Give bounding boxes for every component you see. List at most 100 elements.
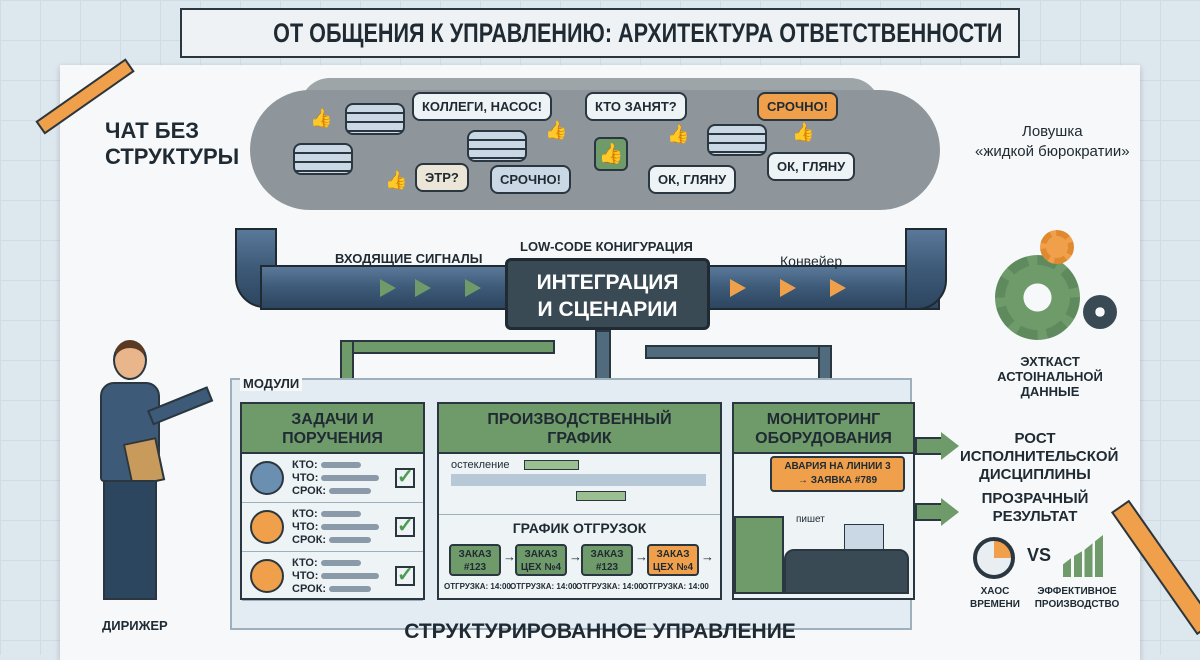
transparent-result: ПРОЗРАЧНЫЙ РЕЗУЛЬТАТ bbox=[970, 490, 1100, 526]
arrow-to-monitoring bbox=[645, 345, 830, 359]
due-field: СРОК: bbox=[292, 485, 387, 498]
checkbox[interactable]: ✓ bbox=[395, 515, 415, 537]
result-arrow bbox=[915, 437, 943, 455]
what-field: ЧТО: bbox=[292, 472, 387, 485]
arrow-right-icon: → bbox=[503, 549, 516, 564]
label-line: АСТОIНАЛЬНОЙ bbox=[997, 369, 1103, 384]
glass-panel-icon bbox=[844, 524, 884, 550]
discipline-result: РОСТ ИСПОЛНИТЕЛЬСКОЙ ДИСЦИПЛИНЫ bbox=[960, 430, 1118, 484]
conductor-label: ДИРИЖЕР bbox=[102, 618, 168, 633]
alert-line: АВАРИЯ НА ЛИНИИ 3 bbox=[784, 461, 891, 472]
gears-label: ЭХТКАСТ АСТОIНАЛЬНОЙ ДАННЫЕ bbox=[990, 354, 1110, 399]
integration-hub: ИНТЕГРАЦИЯ И СЦЕНАРИИ bbox=[505, 258, 710, 330]
alert-line: → ЗАЯВКА #789 bbox=[797, 475, 878, 486]
order-line: ЗАКАЗ bbox=[656, 549, 690, 560]
placeholder-bar bbox=[320, 510, 361, 517]
order-line: ЗАКАЗ bbox=[524, 549, 558, 560]
label-line: ПРОИЗВОДСТВО bbox=[1034, 599, 1120, 610]
order-card: ЗАКАЗ #123 bbox=[449, 544, 501, 576]
legs bbox=[103, 480, 157, 600]
liquid-bureaucracy-label: Ловушка «жидкой бюрократии» bbox=[975, 122, 1130, 162]
flow-arrow-icon bbox=[465, 279, 481, 297]
chat-bubble: СРОЧНО! bbox=[757, 92, 838, 121]
what-field: ЧТО: bbox=[292, 521, 387, 534]
placeholder-bar bbox=[329, 585, 372, 592]
placeholder-bar bbox=[321, 523, 380, 530]
label-line: ЭХТКАСТ bbox=[1020, 354, 1080, 369]
alert-box: АВАРИЯ НА ЛИНИИ 3 → ЗАЯВКА #789 bbox=[770, 456, 905, 492]
what-label: ЧТО: bbox=[292, 471, 319, 484]
message-lines-bubble bbox=[707, 124, 767, 156]
head bbox=[113, 340, 147, 380]
placeholder-bar bbox=[320, 559, 361, 566]
conveyor-belt-icon bbox=[784, 549, 909, 594]
order-line: ЗАКАЗ bbox=[458, 549, 492, 560]
order-line: #123 bbox=[463, 562, 487, 573]
order-line: #123 bbox=[595, 562, 619, 573]
order-card: ЗАКАЗ ЦЕХ №4 bbox=[515, 544, 567, 576]
arrow-right-icon: → bbox=[635, 549, 648, 564]
who-field: КТО: bbox=[292, 508, 387, 521]
checkbox[interactable]: ✓ bbox=[395, 564, 415, 586]
thumbs-up-icon: 👍 bbox=[792, 122, 815, 142]
chat-bubble: ОК, ГЛЯНУ bbox=[648, 165, 737, 194]
arrow-to-tasks bbox=[340, 340, 555, 354]
title-line: ЗАДАЧИ И bbox=[291, 411, 374, 428]
order-line: ЦЕХ №4 bbox=[652, 562, 694, 573]
flow-arrow-icon bbox=[830, 279, 846, 297]
chat-bubble: СРОЧНО! bbox=[490, 165, 571, 194]
chat-bubble: ОК, ГЛЯНУ bbox=[767, 152, 856, 181]
divider bbox=[439, 514, 720, 515]
what-label: ЧТО: bbox=[292, 520, 319, 533]
arrow-right-icon: → bbox=[569, 549, 582, 564]
label-line: РЕЗУЛЬТАТ bbox=[992, 508, 1078, 525]
label-line: РОСТ bbox=[1014, 430, 1056, 447]
hub-title-line: ИНТЕГРАЦИЯ bbox=[536, 271, 679, 294]
pipe-right-vertical bbox=[905, 228, 947, 310]
who-label: КТО: bbox=[292, 507, 318, 520]
chat-without-structure-label: ЧАТ БЕЗ СТРУКТУРЫ bbox=[105, 118, 239, 170]
module-header: ЗАДАЧИ И ПОРУЧЕНИЯ bbox=[242, 404, 423, 454]
title-line: ПРОИЗВОДСТВЕННЫЙ bbox=[487, 411, 672, 428]
chat-bubble: КОЛЛЕГИ, НАСОС! bbox=[412, 92, 552, 121]
gear-icon bbox=[995, 255, 1080, 340]
label-line: СТРУКТУРЫ bbox=[105, 144, 240, 169]
chat-bubble: КТО ЗАНЯТ? bbox=[585, 92, 687, 121]
result-arrow-head bbox=[941, 432, 959, 460]
title-line: ПОРУЧЕНИЯ bbox=[282, 430, 383, 447]
thumbs-up-icon: 👍 bbox=[594, 137, 628, 171]
placeholder-bar bbox=[321, 572, 380, 579]
shipment-time: ОТГРУЗКА: 14:00 bbox=[642, 582, 709, 591]
shipment-time: ОТГРУЗКА: 14:00 bbox=[510, 582, 577, 591]
gantt-bar bbox=[524, 460, 579, 470]
task-row: КТО: ЧТО: СРОК: ✓ bbox=[242, 503, 423, 552]
what-label: ЧТО: bbox=[292, 569, 319, 582]
thumbs-up-icon: 👍 bbox=[545, 120, 568, 140]
timeline-arrow bbox=[451, 474, 706, 486]
what-field: ЧТО: bbox=[292, 570, 387, 583]
avatar bbox=[250, 461, 284, 495]
label-line: ДИСЦИПЛИНЫ bbox=[979, 466, 1091, 483]
due-label: СРОК: bbox=[292, 582, 327, 595]
footer-title: СТРУКТУРИРОВАННОЕ УПРАВЛЕНИЕ bbox=[404, 620, 796, 643]
flow-arrow-icon bbox=[780, 279, 796, 297]
hub-title-line: И СЦЕНАРИИ bbox=[537, 298, 678, 321]
who-field: КТО: bbox=[292, 459, 387, 472]
writes-label: пишет bbox=[796, 514, 825, 525]
placeholder-bar bbox=[329, 487, 372, 494]
flow-arrow-icon bbox=[730, 279, 746, 297]
title-line: МОНИТОРИНГ bbox=[766, 411, 881, 428]
due-label: СРОК: bbox=[292, 533, 327, 546]
order-line: ЗАКАЗ bbox=[590, 549, 624, 560]
order-card: ЗАКАЗ ЦЕХ №4 bbox=[647, 544, 699, 576]
label-line: ДАННЫЕ bbox=[1020, 384, 1080, 399]
avatar bbox=[250, 510, 284, 544]
order-line: ЦЕХ №4 bbox=[520, 562, 562, 573]
flow-arrow-icon bbox=[380, 279, 396, 297]
task-row: КТО: ЧТО: СРОК: ✓ bbox=[242, 454, 423, 503]
checkbox[interactable]: ✓ bbox=[395, 466, 415, 488]
label-line: ПРОЗРАЧНЫЙ bbox=[981, 490, 1089, 507]
